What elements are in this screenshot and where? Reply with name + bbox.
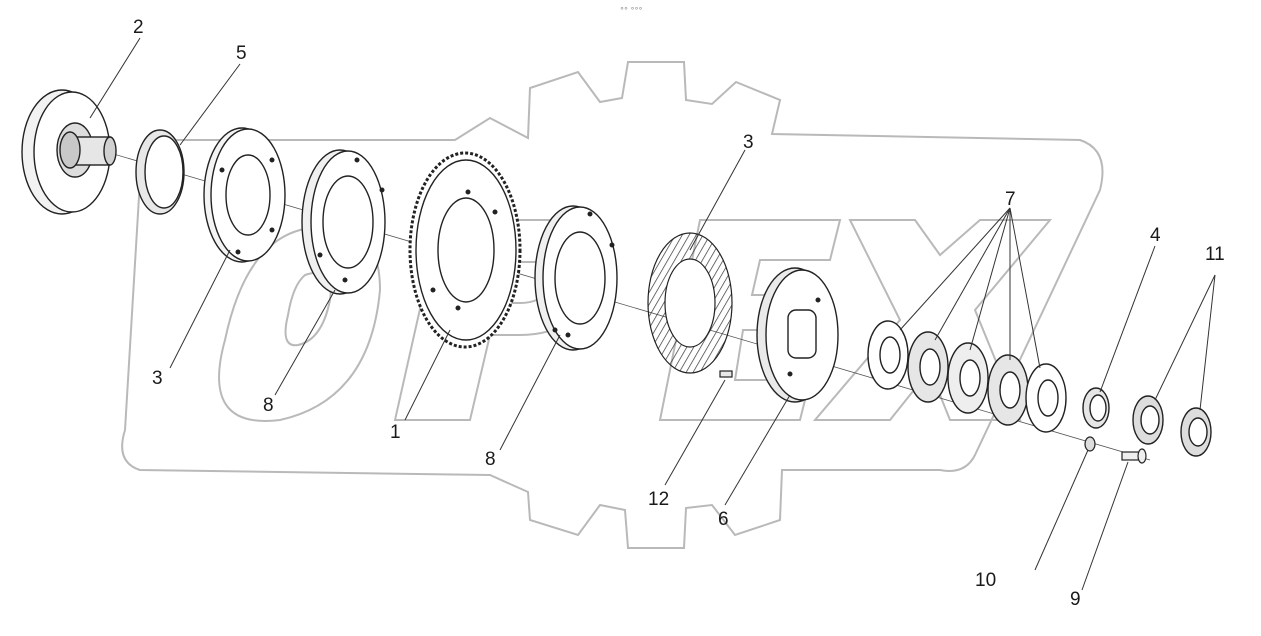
callout-3-center: 3 xyxy=(743,132,754,153)
callout-2: 2 xyxy=(133,17,144,38)
callout-4: 4 xyxy=(1150,225,1161,246)
part-10-nut xyxy=(1084,436,1096,452)
part-12-pin xyxy=(719,370,733,378)
callout-6: 6 xyxy=(718,509,729,530)
watermark-gear-outline xyxy=(121,61,1104,549)
part-1-sprocket xyxy=(408,151,522,349)
part-9-bolt xyxy=(1121,448,1147,464)
part-8-plate-left xyxy=(301,149,386,295)
callout-5: 5 xyxy=(236,43,247,64)
callout-8-left: 8 xyxy=(263,395,274,416)
part-4-small-ring xyxy=(1082,387,1110,429)
part-3-disc-left xyxy=(203,127,286,263)
part-8-plate-right xyxy=(534,205,618,351)
callout-11: 11 xyxy=(1205,244,1225,265)
callout-3-left: 3 xyxy=(152,368,163,389)
part-6-slotted-plate xyxy=(756,267,839,403)
callout-7: 7 xyxy=(1005,189,1016,210)
watermark-letter-x xyxy=(812,219,1053,421)
callout-10: 10 xyxy=(975,570,997,591)
callout-12: 12 xyxy=(648,489,670,510)
callout-1: 1 xyxy=(390,422,401,443)
part-2-hub xyxy=(21,89,117,215)
top-mark: °° °°° xyxy=(620,6,643,15)
callout-8-right: 8 xyxy=(485,449,496,470)
part-5-ring xyxy=(135,129,185,215)
part-11-lock-nuts xyxy=(1132,395,1212,457)
callout-9: 9 xyxy=(1070,589,1081,610)
leader-lines xyxy=(89,37,1216,591)
part-3-disc-center xyxy=(647,232,733,374)
part-7-washer-set xyxy=(867,320,1067,433)
